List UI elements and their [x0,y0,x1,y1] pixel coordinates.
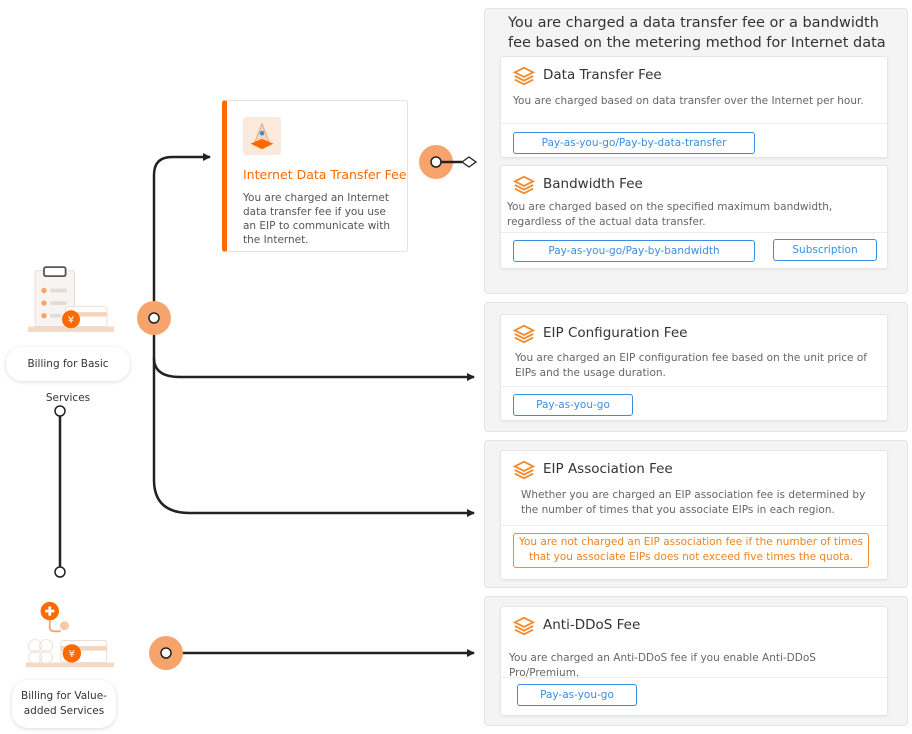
eip-association-fee-desc: Whether you are charged an EIP associati… [521,489,866,516]
billing-value-added-services-label: Billing for Value-added Services [12,680,116,728]
yen-coin-icon [62,310,80,329]
svg-text:¥: ¥ [69,649,76,660]
card-divider [501,232,887,233]
cone-icon [243,117,281,155]
layers-icon [513,616,535,636]
link-to-data-transfer [152,153,211,318]
card-divider [501,525,887,526]
eip-config-pay-as-you-go-button[interactable]: Pay-as-you-go [513,394,633,416]
anti-ddos-fee-card: Anti-DDoS Fee You are charged an Anti-DD… [500,606,888,716]
pay-by-data-transfer-button[interactable]: Pay-as-you-go/Pay-by-data-transfer [513,132,755,154]
card-divider [501,386,887,387]
bandwidth-fee-title: Bandwidth Fee [543,176,643,192]
eip-association-fee-title: EIP Association Fee [543,461,673,477]
eip-config-fee-card: EIP Configuration Fee You are charged an… [500,314,888,421]
billing-basic-services-text: Billing for Basic Services [27,358,109,404]
layers-icon [513,460,535,480]
data-transfer-fee-card: Data Transfer Fee You are charged based … [500,56,888,158]
eip-association-fee-card: EIP Association Fee Whether you are char… [500,450,888,580]
subscription-button[interactable]: Subscription [773,239,877,261]
anti-ddos-pay-as-you-go-button[interactable]: Pay-as-you-go [517,684,637,706]
internet-data-transfer-fee-title: Internet Data Transfer Fee [243,167,407,182]
billing-basic-services-label: Billing for Basic Services [6,347,130,404]
eip-config-fee-title: EIP Configuration Fee [543,325,688,341]
card-divider [501,677,887,678]
layers-icon [513,66,535,86]
billing-value-added-services-text: Billing for Value-added Services [21,690,107,717]
link-to-config [152,318,475,381]
data-transfer-fee-title: Data Transfer Fee [543,67,662,83]
pay-by-bandwidth-button[interactable]: Pay-as-you-go/Pay-by-bandwidth [513,240,755,262]
billing-clipboard-icon: ¥ [27,266,115,332]
layers-icon [513,324,535,344]
layers-icon [513,175,535,195]
card-divider [501,123,887,124]
association-quota-note: You are not charged an EIP association f… [513,533,869,568]
anti-ddos-fee-desc: You are charged an Anti-DDoS fee if you … [509,652,816,679]
eip-config-fee-desc: You are charged an EIP configuration fee… [515,352,867,379]
anti-ddos-fee-title: Anti-DDoS Fee [543,617,641,633]
bandwidth-fee-card: Bandwidth Fee You are charged based on t… [500,165,888,269]
data-transfer-fee-desc: You are charged based on data transfer o… [513,95,864,107]
link-to-association [152,358,475,517]
svg-text:¥: ¥ [68,315,74,326]
bandwidth-fee-desc: You are charged based on the specified m… [507,201,833,228]
internet-data-transfer-fee-card: Internet Data Transfer Fee You are charg… [222,100,408,252]
add-service-icon: ¥ [25,601,115,668]
internet-data-transfer-fee-desc: You are charged an Internet data transfe… [243,192,390,246]
